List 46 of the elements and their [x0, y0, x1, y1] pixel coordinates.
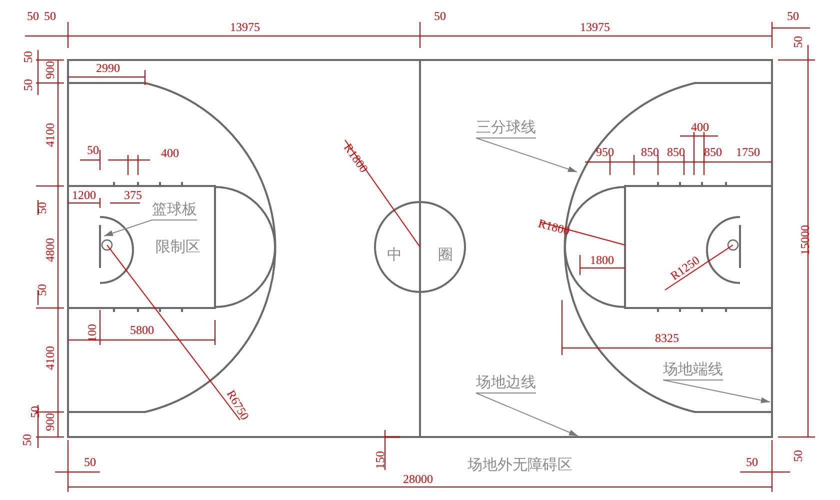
dimension-label: 50 [44, 10, 56, 22]
dimension-label: 50 [434, 10, 446, 22]
area-label: 场地外无障碍区 [468, 458, 572, 472]
dimension-label: 1750 [736, 146, 760, 158]
dimension-label: 50 [22, 79, 34, 91]
dimension-label: 400 [691, 121, 709, 133]
callout-text: 篮球板 [152, 202, 197, 220]
dimension-label: 50 [27, 10, 39, 22]
dimension-label: 850 [667, 146, 685, 158]
leader-line [476, 392, 578, 436]
dimension-label: 50 [787, 10, 799, 22]
dimension-label: 100 [86, 324, 98, 342]
dimension-label: 4800 [44, 238, 56, 262]
dimension-label: 50 [87, 144, 99, 156]
dimension-label: 50 [22, 51, 34, 63]
dimension-label: 900 [44, 61, 56, 79]
dimension-label: 8325 [655, 332, 679, 344]
dimension-label: 850 [704, 146, 722, 158]
dimension-label: 4100 [44, 346, 56, 370]
callout-text: 场地端线 [663, 362, 723, 380]
dimension-label: 900 [44, 413, 56, 431]
area-label: 限制区 [156, 240, 200, 254]
area-label: 中圈 [387, 248, 489, 262]
dimension-label: 13975 [230, 21, 260, 33]
dimension-label: 2990 [96, 62, 120, 74]
leader-line [104, 220, 198, 236]
dimension-label: 50 [792, 36, 804, 48]
dimension-label: 150 [374, 451, 386, 469]
dimension-label: 50 [746, 456, 758, 468]
dimension-label: 950 [596, 146, 614, 158]
callout-text: 三分球线 [476, 120, 536, 138]
dimension-label: 50 [84, 456, 96, 468]
dimension-label: 375 [124, 189, 142, 201]
leader-line [662, 380, 770, 404]
callout-text: 场地边线 [476, 375, 536, 393]
dimension-label: 850 [641, 146, 659, 158]
dimension-label: 13975 [580, 21, 610, 33]
dimension-label: 50 [21, 434, 33, 446]
dimension-label: 4100 [44, 123, 56, 147]
dimension-label: 28000 [403, 473, 433, 485]
dimension-label: 400 [161, 147, 179, 159]
dimension-label: 1800 [590, 254, 614, 266]
leader-line [476, 138, 578, 172]
dimension-label: 50 [792, 450, 804, 462]
dimension-label: 1200 [72, 189, 96, 201]
dimension-label: 5800 [130, 324, 154, 336]
